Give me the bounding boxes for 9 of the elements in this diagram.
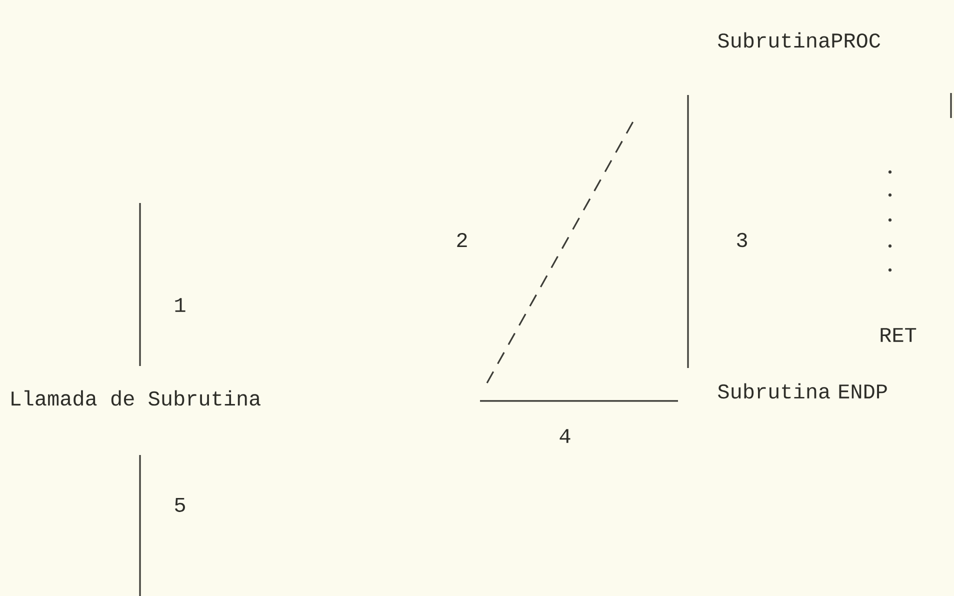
text-label: 5 (175, 498, 185, 512)
text-label: RET (880, 328, 916, 342)
text-label: Llamada de Subrutina (12, 390, 260, 406)
text-label: 4 (560, 429, 570, 443)
text-label: 2 (457, 232, 467, 247)
text-label: SubrutinaPROC (718, 32, 880, 48)
text-label: 1 (175, 298, 186, 312)
text-label: 3 (737, 232, 747, 248)
text-label: Subrutina ENDP (718, 383, 887, 399)
